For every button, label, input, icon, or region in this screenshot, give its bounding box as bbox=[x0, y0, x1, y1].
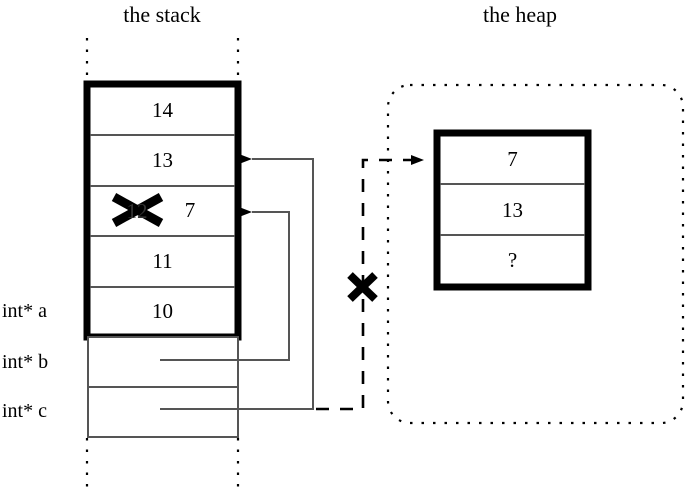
stack-cell-value-1: 13 bbox=[152, 148, 173, 172]
stack-guide-dotted-top bbox=[85, 38, 240, 84]
stack-variable-label-b: int* b bbox=[2, 351, 49, 373]
stack-cell-value-3: 11 bbox=[152, 249, 173, 273]
pointer-b-arrow bbox=[160, 212, 290, 361]
stack-guide-dotted-bottom bbox=[85, 438, 240, 489]
stack-frame-separators bbox=[90, 134, 235, 288]
stack-cell-value-2: 7 bbox=[184, 198, 196, 222]
stack-cell-value-0: 14 bbox=[152, 98, 173, 122]
heap-block-separators bbox=[440, 183, 585, 236]
invalid-pointer-x-marker bbox=[347, 272, 378, 302]
stack-variable-label-c: int* c bbox=[2, 400, 47, 422]
stack-variable-label-a: int* a bbox=[2, 300, 47, 322]
stack-cell-struck-value-2: 12 bbox=[126, 199, 148, 223]
heap-cell-value-1: 13 bbox=[502, 198, 523, 222]
heap-title: the heap bbox=[483, 2, 557, 27]
heap-cell-value-2: ? bbox=[507, 248, 518, 272]
stack-pointer-cells bbox=[87, 336, 239, 438]
stack-cell-value-4: 10 bbox=[152, 299, 173, 323]
crossed-out-value-marker bbox=[111, 193, 164, 227]
heap-cell-value-0: 7 bbox=[507, 147, 518, 171]
stack-title: the stack bbox=[123, 2, 201, 27]
heap-block-box bbox=[433, 129, 592, 291]
pointer-c-arrow bbox=[160, 159, 314, 410]
